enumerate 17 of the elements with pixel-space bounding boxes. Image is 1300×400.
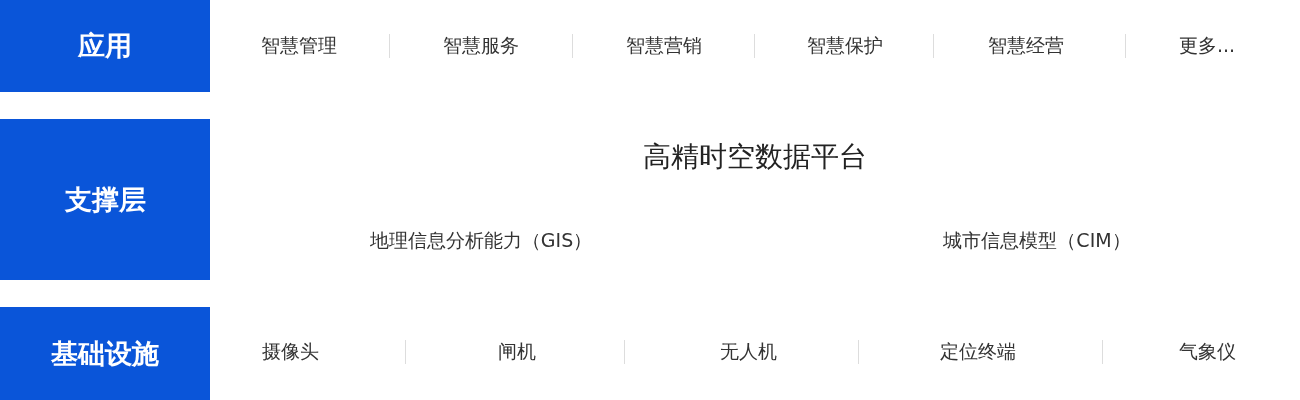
item-label: 智慧经营 [988, 33, 1064, 58]
item-label: 智慧服务 [443, 33, 519, 58]
layer-title-box: 支撑层 [0, 119, 210, 280]
platform-heading: 高精时空数据平台 [643, 139, 867, 175]
item-label: 闸机 [498, 339, 536, 364]
item-label: 智慧保护 [807, 33, 883, 58]
item-label: 无人机 [719, 339, 777, 364]
layer-title-box: 应用 [0, 0, 210, 92]
item-label: 地理信息分析能力（GIS） [369, 228, 593, 253]
item-label: 摄像头 [261, 339, 319, 364]
item-label: 定位终端 [940, 339, 1016, 364]
item-label: 智慧营销 [626, 33, 702, 58]
layer-title-box: 基础设施 [0, 307, 210, 400]
item-label: 智慧管理 [261, 33, 337, 58]
item-label: 城市信息模型（CIM） [943, 228, 1131, 253]
item-label: 气象仪 [1178, 339, 1236, 364]
item-label: 更多... [1178, 33, 1236, 58]
